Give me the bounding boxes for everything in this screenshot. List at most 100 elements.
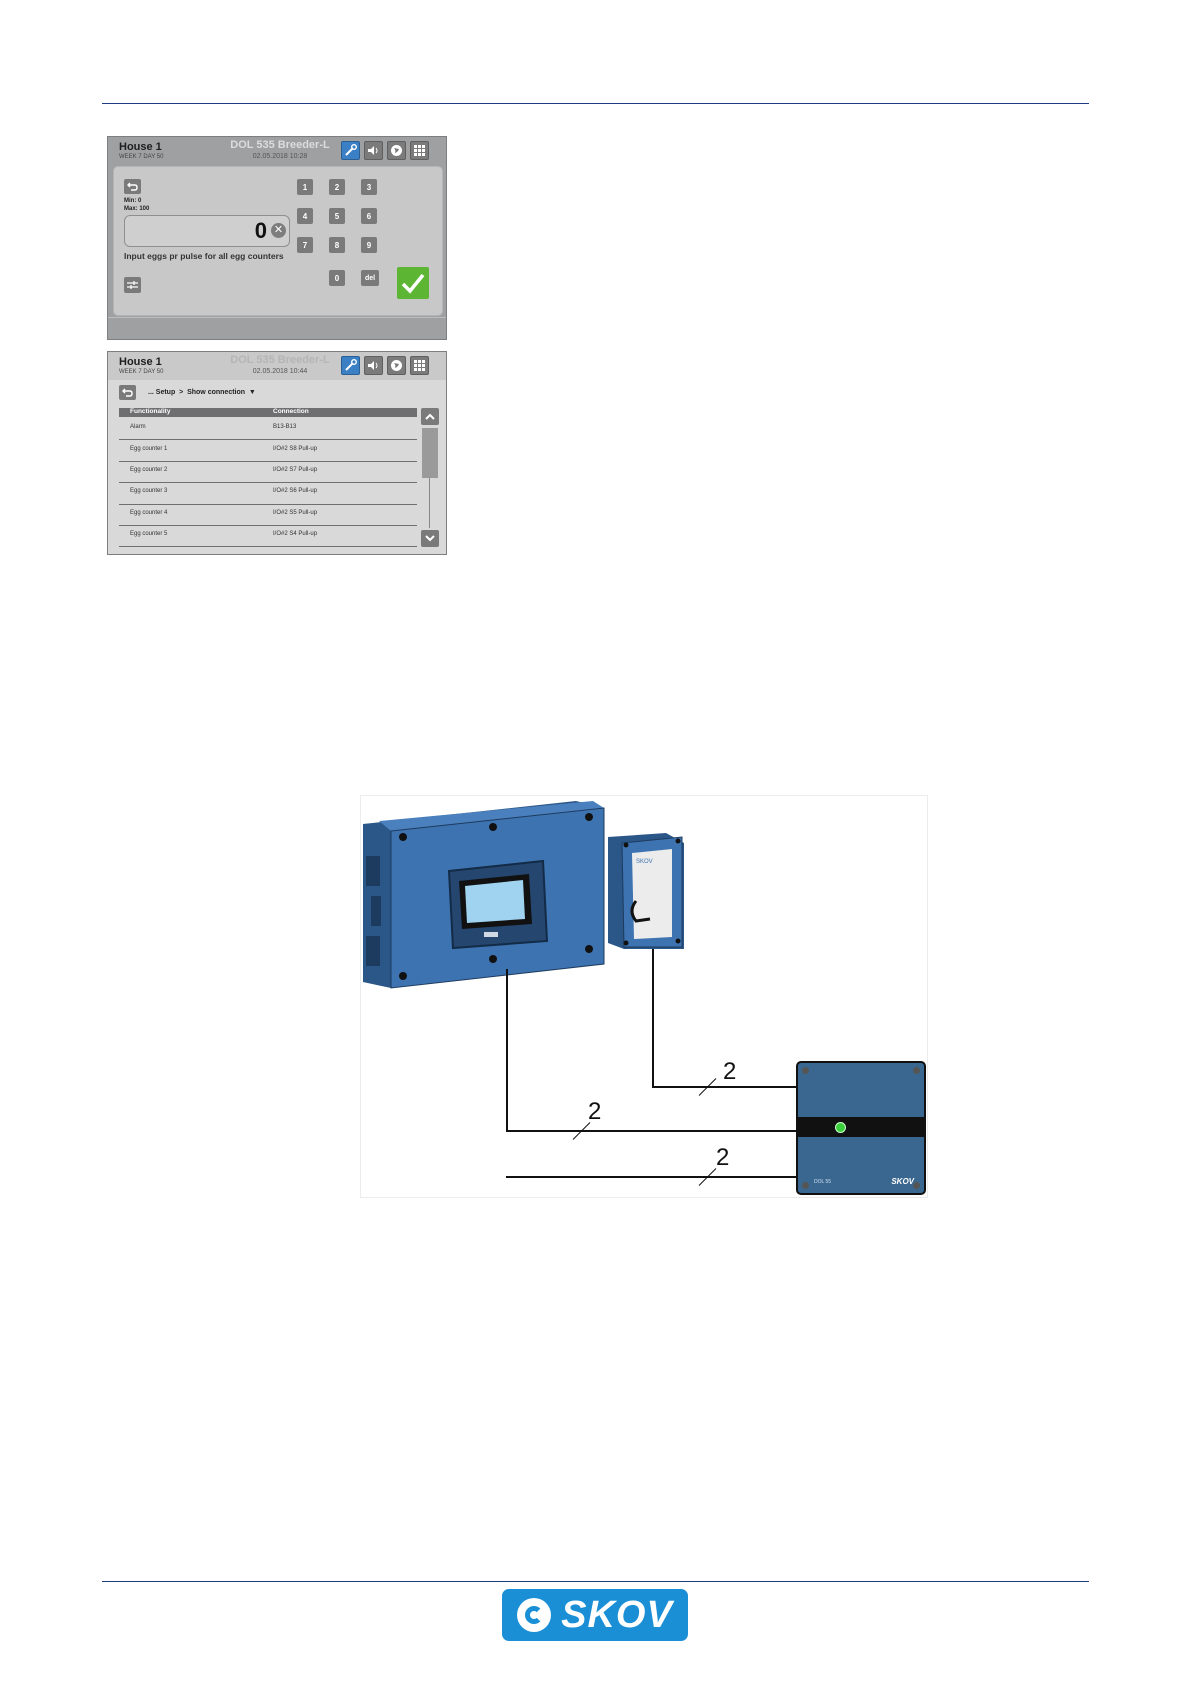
table-row[interactable]: Egg counter 3 I/O#2 S6 Pull-up bbox=[119, 483, 417, 503]
row-functionality: Egg counter 3 bbox=[130, 488, 168, 494]
key-1[interactable]: 1 bbox=[297, 179, 313, 195]
screw-icon bbox=[913, 1067, 920, 1074]
screw-icon bbox=[802, 1067, 809, 1074]
row-connection: I/O#2 S4 Pull-up bbox=[273, 531, 318, 537]
skov-logo: SKOV bbox=[502, 1589, 688, 1641]
screw-icon bbox=[913, 1182, 920, 1189]
back-arrow-icon[interactable] bbox=[119, 385, 136, 400]
wire-module-vertical bbox=[652, 949, 654, 1087]
row-functionality: Egg counter 2 bbox=[130, 467, 168, 473]
chevron-up-icon[interactable] bbox=[421, 408, 439, 425]
table-row[interactable]: Alarm B13-B13 bbox=[119, 418, 417, 438]
min-label: Min: 0 bbox=[124, 198, 142, 204]
grid-menu-icon[interactable] bbox=[410, 356, 429, 375]
row-divider bbox=[119, 482, 417, 483]
key-7[interactable]: 7 bbox=[297, 237, 313, 253]
wire-count-label: 2 bbox=[716, 1144, 730, 1171]
house-title: House 1 bbox=[119, 141, 162, 153]
speaker-icon[interactable] bbox=[364, 141, 383, 160]
settings-sliders-icon[interactable] bbox=[124, 277, 141, 293]
screen-header: House 1 WEEK 7 DAY 50 DOL 535 Breeder-L … bbox=[108, 137, 446, 165]
unit-model-label: DOL 55 bbox=[814, 1179, 832, 1185]
controller-device bbox=[363, 801, 605, 989]
confirm-button[interactable] bbox=[397, 267, 429, 299]
bottom-bar bbox=[108, 317, 446, 318]
value-display: 0 bbox=[254, 218, 267, 243]
field-description: Input eggs pr pulse for all egg counters bbox=[124, 251, 284, 261]
wiring-diagram: SKOV DOL 55 SKOV 2 2 2 bbox=[360, 795, 928, 1198]
product-name: DOL 535 Breeder-L bbox=[230, 354, 330, 366]
unit-brand-label: SKOV bbox=[891, 1177, 914, 1186]
footer-rule bbox=[102, 1581, 1089, 1582]
row-divider bbox=[119, 504, 417, 505]
globe-icon[interactable] bbox=[387, 141, 406, 160]
row-connection: I/O#2 S5 Pull-up bbox=[273, 510, 318, 516]
row-connection: I/O#2 S7 Pull-up bbox=[273, 467, 318, 473]
checkmark-icon bbox=[401, 273, 425, 294]
key-4[interactable]: 4 bbox=[297, 208, 313, 224]
wire-external bbox=[506, 1176, 796, 1178]
wire-controller-horizontal bbox=[506, 1130, 796, 1132]
table-row[interactable]: Egg counter 5 I/O#2 S4 Pull-up bbox=[119, 526, 417, 546]
scrollbar[interactable] bbox=[421, 408, 439, 550]
row-functionality: Egg counter 1 bbox=[130, 446, 168, 452]
connection-screenshot: House 1 WEEK 7 DAY 50 DOL 535 Breeder-L … bbox=[107, 351, 447, 555]
header-rule bbox=[102, 103, 1089, 104]
date-time: 02.05.2018 10:28 bbox=[252, 153, 308, 160]
key-8[interactable]: 8 bbox=[329, 237, 345, 253]
scroll-track bbox=[429, 478, 430, 528]
key-9[interactable]: 9 bbox=[361, 237, 377, 253]
col-connection: Connection bbox=[273, 408, 309, 415]
row-divider bbox=[119, 525, 417, 526]
key-0[interactable]: 0 bbox=[329, 270, 345, 286]
product-name: DOL 535 Breeder-L bbox=[230, 139, 330, 151]
key-5[interactable]: 5 bbox=[329, 208, 345, 224]
row-connection: B13-B13 bbox=[273, 424, 297, 430]
wrench-icon[interactable] bbox=[341, 356, 360, 375]
scroll-thumb[interactable] bbox=[422, 428, 438, 478]
table-row[interactable]: Egg counter 1 I/O#2 S8 Pull-up bbox=[119, 440, 417, 460]
row-functionality: Egg counter 5 bbox=[130, 531, 168, 537]
row-divider bbox=[119, 546, 417, 547]
row-connection: I/O#2 S8 Pull-up bbox=[273, 446, 318, 452]
status-led-icon bbox=[835, 1122, 846, 1133]
chevron-down-icon[interactable] bbox=[421, 530, 439, 547]
screen-header: House 1 WEEK 7 DAY 50 DOL 535 Breeder-L … bbox=[108, 352, 446, 380]
week-day-label: WEEK 7 DAY 50 bbox=[119, 154, 164, 160]
date-time: 02.05.2018 10:44 bbox=[252, 368, 308, 375]
col-functionality: Functionality bbox=[130, 408, 171, 415]
row-divider bbox=[119, 461, 417, 462]
grid-menu-icon[interactable] bbox=[410, 141, 429, 160]
back-arrow-icon[interactable] bbox=[124, 179, 141, 194]
speaker-icon[interactable] bbox=[364, 356, 383, 375]
house-title: House 1 bbox=[119, 356, 162, 368]
table-header: Functionality Connection bbox=[119, 408, 417, 417]
key-3[interactable]: 3 bbox=[361, 179, 377, 195]
week-day-label: WEEK 7 DAY 50 bbox=[119, 369, 164, 375]
row-connection: I/O#2 S6 Pull-up bbox=[273, 488, 318, 494]
value-field[interactable]: 0 ✕ bbox=[124, 215, 290, 247]
globe-icon[interactable] bbox=[387, 356, 406, 375]
row-functionality: Egg counter 4 bbox=[130, 510, 168, 516]
wire-module-horizontal bbox=[652, 1086, 796, 1088]
clear-icon[interactable]: ✕ bbox=[271, 223, 286, 238]
svg-text:SKOV: SKOV bbox=[636, 859, 653, 865]
dol55-unit: DOL 55 SKOV bbox=[796, 1061, 926, 1195]
wire-count-label: 2 bbox=[588, 1098, 602, 1125]
table-row[interactable]: Egg counter 4 I/O#2 S5 Pull-up bbox=[119, 505, 417, 525]
wrench-icon[interactable] bbox=[341, 141, 360, 160]
input-dialog: Min: 0 Max: 100 0 ✕ Input eggs pr pulse … bbox=[113, 166, 443, 316]
breadcrumb[interactable]: ... Setup > Show connection ▼ bbox=[148, 389, 256, 396]
key-del[interactable]: del bbox=[361, 270, 379, 286]
status-band bbox=[798, 1117, 924, 1137]
screw-icon bbox=[802, 1182, 809, 1189]
row-divider bbox=[119, 439, 417, 440]
logo-text: SKOV bbox=[561, 1593, 673, 1636]
logo-mark-icon bbox=[517, 1598, 552, 1632]
key-6[interactable]: 6 bbox=[361, 208, 377, 224]
wire-controller-vertical bbox=[506, 969, 508, 1131]
max-label: Max: 100 bbox=[124, 206, 150, 212]
table-row[interactable]: Egg counter 2 I/O#2 S7 Pull-up bbox=[119, 462, 417, 482]
wire-count-label: 2 bbox=[723, 1058, 737, 1085]
key-2[interactable]: 2 bbox=[329, 179, 345, 195]
